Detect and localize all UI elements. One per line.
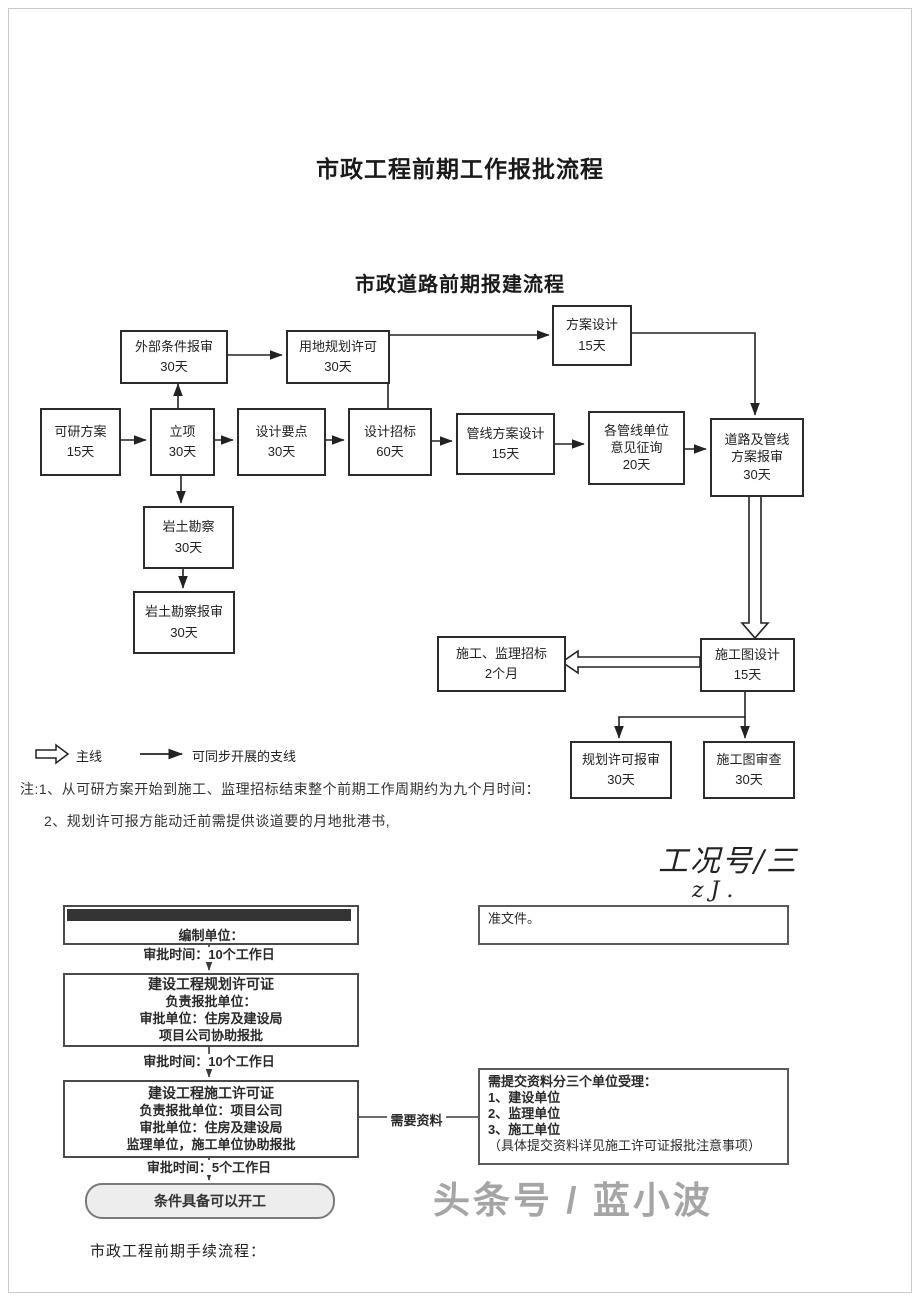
main-line-arrow-horizontal (560, 649, 701, 675)
node-label: 用地规划许可 (298, 338, 377, 354)
cutoff-dark-strip (67, 909, 351, 921)
construction-permit-line: 负责报批单位：项目公司 (139, 1103, 283, 1118)
approval-time-2: 审批时间：10个工作日 (63, 1051, 355, 1070)
node-days: 20天 (622, 457, 651, 473)
node-label: 外部条件报审 (134, 338, 213, 354)
node-days: 30天 (160, 359, 188, 374)
road-prework-flowchart: 方案设计 15天 外部条件报审 30天 用地规划许可 30天 可研方案 15天 … (0, 295, 920, 800)
node-label: 道路及管线 (724, 432, 790, 448)
node-label: 意见征询 (610, 439, 663, 455)
legend-main-line-label: 主线 (76, 749, 103, 764)
ready-to-start-oval: 条件具备可以开工 (85, 1183, 335, 1219)
flow-node-scheme-design: 方案设计 15天 (552, 305, 632, 366)
node-days: 30天 (170, 624, 198, 640)
node-label: 管线方案设计 (466, 425, 545, 441)
node-label: 岩土勘察报审 (144, 604, 223, 620)
flow-node-project-approval: 立项 30天 (150, 408, 215, 476)
flow-node-feasibility: 可研方案 15天 (40, 408, 121, 476)
flow-node-pipeline-units-opinion: 各管线单位 意见征询 20天 (588, 411, 685, 485)
node-label: 立项 (169, 423, 196, 439)
flow-node-construction-drawing-design: 施工图设计 15天 (700, 638, 795, 692)
flow-node-design-tender: 设计招标 60天 (348, 408, 432, 476)
node-days: 15天 (578, 337, 606, 353)
footer-text: 市政工程前期手续流程： (90, 1243, 267, 1260)
node-days: 30天 (324, 359, 352, 374)
node-label: 设计招标 (363, 423, 416, 439)
node-days: 30天 (735, 772, 763, 787)
materials-heading: 需提交资料分三个单位受理： (488, 1074, 658, 1089)
node-days: 30天 (174, 539, 203, 555)
materials-item: 3、施工单位 (488, 1122, 561, 1137)
node-label: 施工、监理招标 (455, 645, 547, 661)
page-title: 市政工程前期工作报批流程 (316, 156, 604, 182)
approval-file-text: 准文件。 (488, 911, 541, 926)
node-label: 施工图审查 (716, 751, 782, 767)
node-label: 可研方案 (54, 423, 107, 439)
handwriting-line-1: 工况号/三 (658, 844, 799, 879)
flow-node-geotech-review: 岩土勘察报审 30天 (133, 591, 235, 654)
cutoff-right-box: 准文件。 (478, 905, 789, 945)
node-days: 30天 (607, 772, 635, 787)
materials-item: 1、建设单位 (488, 1090, 561, 1105)
node-days: 15天 (491, 446, 520, 461)
flow-node-drawing-review: 施工图审查 30天 (703, 741, 795, 799)
node-days: 30天 (168, 444, 197, 459)
node-days: 30天 (267, 444, 296, 459)
flow-node-planning-permit-review: 规划许可报审 30天 (570, 741, 672, 799)
construction-permit-line: 审批单位：住房及建设局 (139, 1120, 283, 1135)
construction-permit-title: 建设工程施工许可证 (148, 1085, 274, 1101)
planning-permit-title: 建设工程规划许可证 (148, 976, 274, 992)
approval-time-3: 审批时间：5个工作日 (63, 1157, 355, 1176)
note-1: 注:1、从可研方案开始到施工、监理招标结束整个前期工作周期约为九个月时间： (20, 781, 541, 797)
materials-box: 需提交资料分三个单位受理： 1、建设单位 2、监理单位 3、施工单位 （具体提交… (478, 1068, 789, 1165)
planning-permit-line: 项目公司协助报批 (158, 1028, 263, 1043)
materials-note: （具体提交资料详见施工许可证报批注意事项） (488, 1138, 762, 1153)
flow-node-geotech-survey: 岩土勘察 30天 (143, 506, 234, 569)
flow-node-external-conditions: 外部条件报审 30天 (120, 330, 228, 384)
node-label: 施工图设计 (714, 646, 780, 662)
flow-node-land-planning-permit: 用地规划许可 30天 (286, 330, 390, 384)
planning-permit-line: 负责报批单位： (165, 994, 257, 1009)
need-materials-label: 需要资料 (355, 1110, 478, 1129)
node-label: 设计要点 (255, 423, 308, 439)
node-label: 岩土勘察 (162, 519, 215, 535)
construction-permit-box: 建设工程施工许可证 负责报批单位：项目公司 审批单位：住房及建设局 监理单位，施… (63, 1080, 359, 1158)
watermark-text: 头条号 / 蓝小波 (433, 1180, 713, 1221)
node-days: 2个月 (484, 666, 519, 681)
construction-permit-line: 监理单位，施工单位协助报批 (126, 1137, 296, 1152)
permit-approval-flowchart: 编制单位： 审批时间：10个工作日 建设工程规划许可证 负责报批单位： 审批单位… (0, 900, 920, 1240)
planning-permit-box: 建设工程规划许可证 负责报批单位： 审批单位：住房及建设局 项目公司协助报批 (63, 973, 359, 1047)
node-label: 方案报审 (730, 449, 783, 465)
node-days: 15天 (733, 667, 762, 682)
node-label: 规划许可报审 (581, 751, 660, 767)
planning-permit-line: 审批单位：住房及建设局 (139, 1011, 283, 1026)
node-days: 15天 (66, 444, 95, 459)
main-line-arrow-vertical (740, 492, 770, 640)
flow-node-road-pipeline-review: 道路及管线 方案报审 30天 (710, 418, 804, 497)
flow-node-construction-supervision-tender: 施工、监理招标 2个月 (437, 636, 566, 692)
legend-branch-line-label: 可同步开展的支线 (192, 749, 297, 764)
node-label: 方案设计 (565, 317, 618, 333)
section-title: 市政道路前期报建流程 (355, 274, 565, 296)
legend-main-line-icon (35, 743, 70, 765)
compile-unit-label: 编制单位： (178, 928, 244, 943)
flow-node-design-points: 设计要点 30天 (237, 408, 326, 476)
handwriting-line-2: z J . (692, 878, 734, 903)
node-days: 30天 (743, 466, 771, 482)
cutoff-top-box: 编制单位： (63, 905, 359, 945)
materials-item: 2、监理单位 (488, 1106, 561, 1121)
node-days: 60天 (376, 444, 404, 459)
node-label: 各管线单位 (603, 422, 669, 438)
approval-time-1: 审批时间：10个工作日 (63, 944, 355, 963)
flow-node-pipeline-design: 管线方案设计 15天 (456, 413, 555, 475)
note-2: 2、规划许可报方能动迁前需提供谈道要的月地批港书, (44, 813, 391, 829)
